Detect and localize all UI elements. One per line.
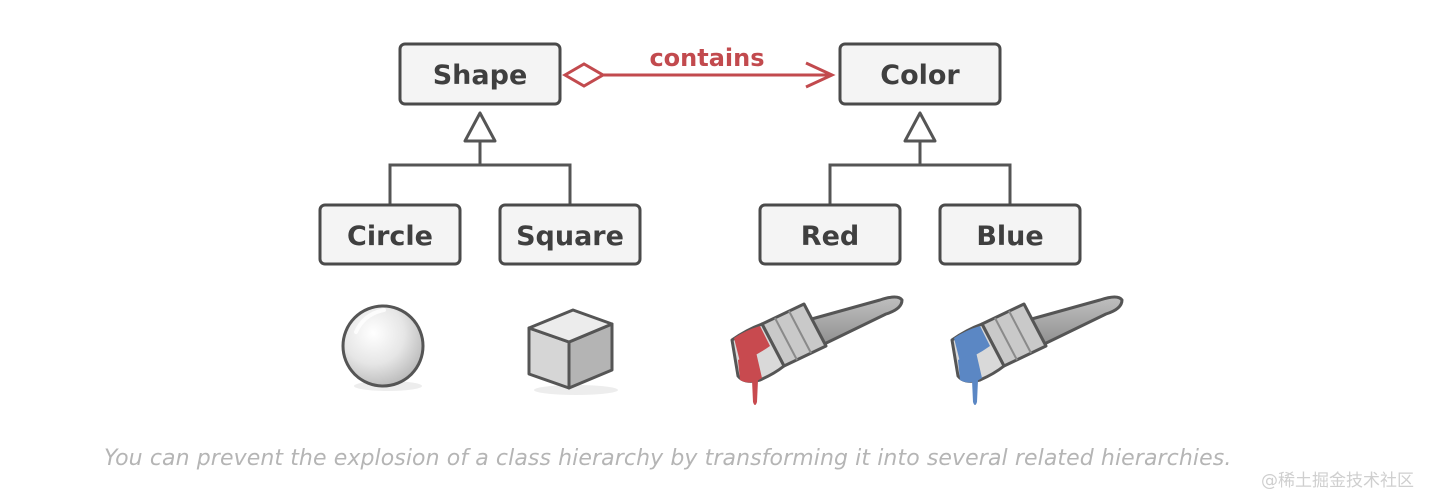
sphere-icon <box>341 304 425 391</box>
node-label: Circle <box>347 221 433 252</box>
blue-paintbrush-icon <box>950 295 1124 405</box>
association-label: contains <box>649 44 764 72</box>
node-square: Square <box>498 203 642 266</box>
red-paintbrush-icon <box>730 295 904 405</box>
inheritance-arrow <box>463 111 497 143</box>
node-label: Shape <box>433 60 528 91</box>
node-red: Red <box>758 203 902 266</box>
shape-hierarchy-connector <box>388 111 572 205</box>
node-blue: Blue <box>938 203 1082 266</box>
contains-association: contains <box>562 44 836 89</box>
cube-icon <box>527 308 618 395</box>
watermark: @稀土掘金技术社区 <box>1261 471 1414 491</box>
figure-caption: You can prevent the explosion of a class… <box>104 446 1232 471</box>
node-shape: Shape <box>398 42 562 106</box>
node-label: Square <box>516 221 624 252</box>
aggregation-diamond-icon <box>562 62 606 88</box>
node-label: Red <box>801 221 859 252</box>
inheritance-arrow <box>903 111 937 143</box>
node-circle: Circle <box>318 203 462 266</box>
node-label: Color <box>880 60 960 91</box>
color-hierarchy-connector <box>828 111 1012 205</box>
node-color: Color <box>838 42 1002 106</box>
node-label: Blue <box>976 221 1043 252</box>
